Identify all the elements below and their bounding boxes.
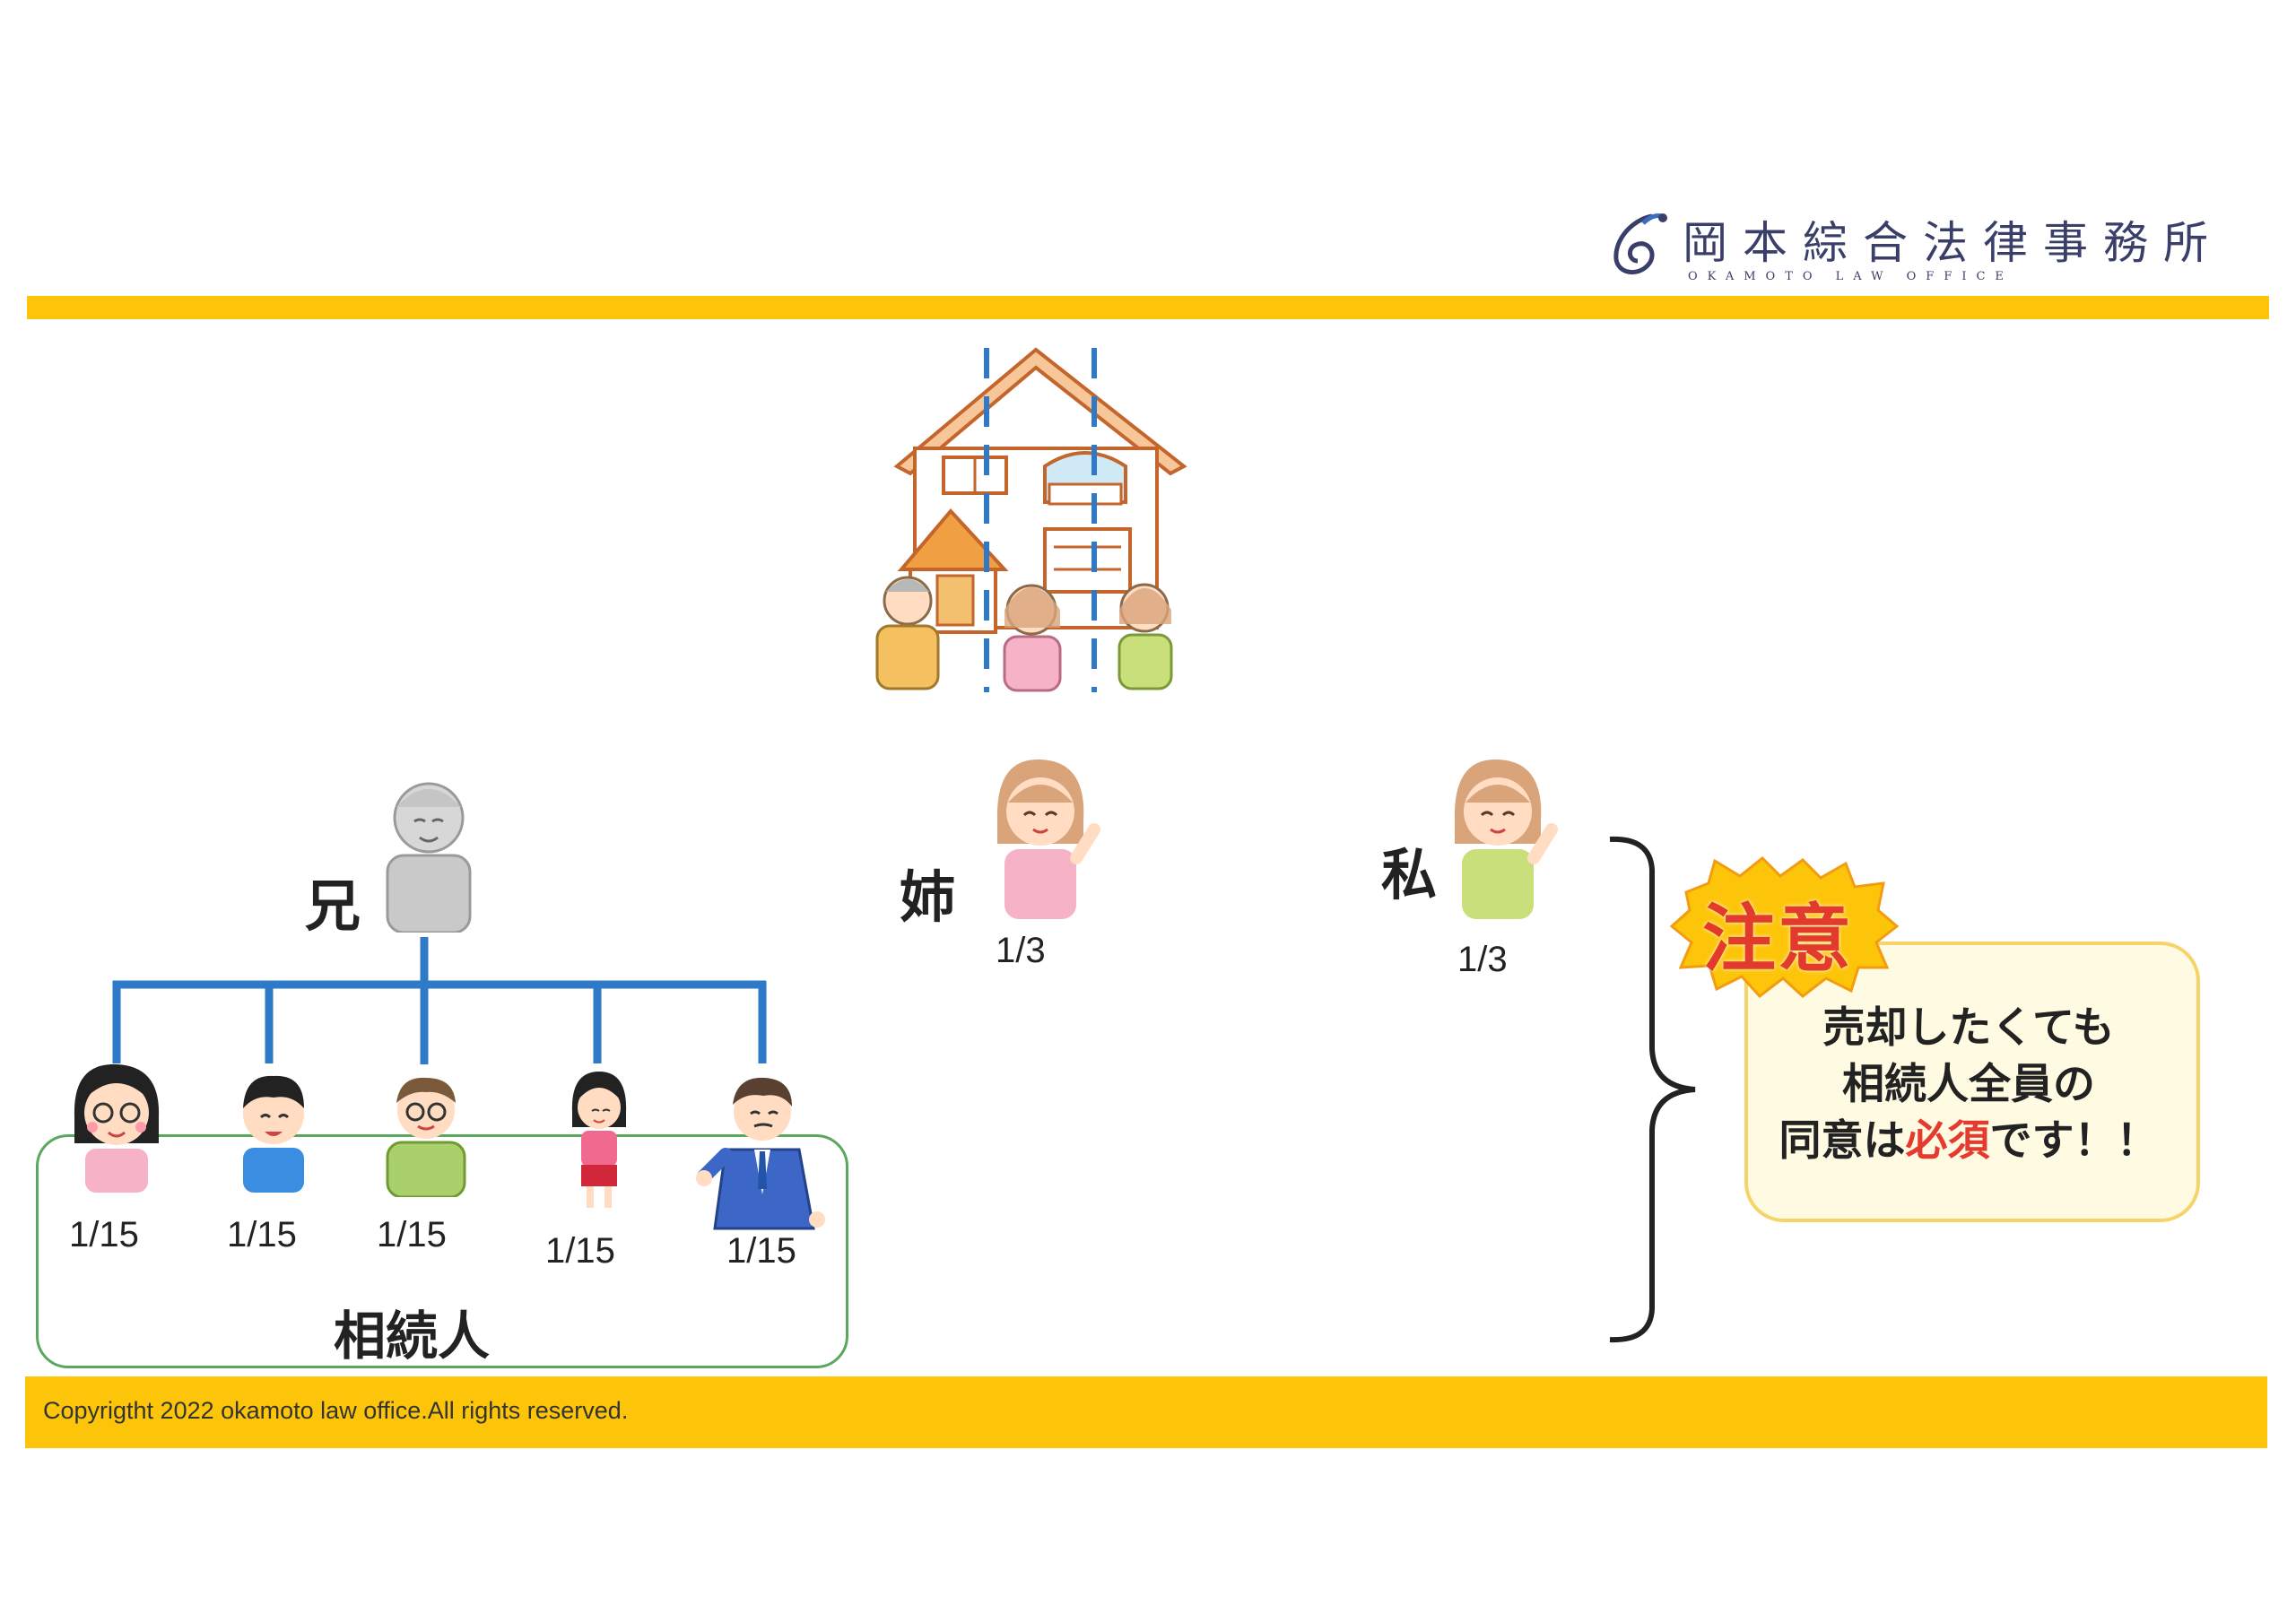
- me-icon: [1454, 759, 1558, 919]
- logo-title: 岡本綜合法律事務所: [1683, 217, 2223, 269]
- logo-subtitle: OKAMOTO LAW OFFICE: [1688, 270, 2013, 283]
- sister-share: 1/3: [996, 931, 1046, 970]
- notice-box: [1744, 942, 2200, 1222]
- heir-3-share: 1/15: [377, 1215, 447, 1254]
- sister-icon: [996, 759, 1100, 919]
- top-accent-bar: [27, 296, 2269, 319]
- sister-label: 姉: [900, 864, 956, 930]
- logo: 岡本綜合法律事務所 OKAMOTO LAW OFFICE: [1605, 202, 2278, 291]
- me-label: 私: [1381, 842, 1438, 907]
- footer-bar: [25, 1376, 2267, 1448]
- me-share: 1/3: [1457, 940, 1508, 979]
- heir-3-icon: [386, 1077, 466, 1197]
- warning-badge-text: 注意: [1702, 897, 1854, 982]
- brother-label: 兄: [305, 873, 361, 939]
- logo-mark-icon: [1613, 213, 1667, 274]
- notice-line-2: 相続人全員の: [1842, 1060, 2095, 1109]
- heir-1-share: 1/15: [69, 1215, 139, 1254]
- copyright-text: Copyrigtht 2022 okamoto law office.All r…: [43, 1397, 629, 1424]
- heir-5-share: 1/15: [726, 1231, 796, 1271]
- heir-2-icon: [243, 1075, 304, 1193]
- notice-line-1: 売却したくても: [1822, 1003, 2115, 1053]
- heirs-group-label: 相続人: [334, 1306, 491, 1367]
- house-with-family-icon: [875, 347, 1187, 692]
- brother-icon: [386, 782, 472, 933]
- heir-4-icon: [571, 1072, 627, 1208]
- heir-5-icon: [696, 1077, 825, 1230]
- notice-line-3-post: です！！: [1989, 1116, 2159, 1166]
- notice-line-3-pre: 同意は: [1779, 1116, 1906, 1166]
- warning-burst-icon: [1669, 856, 1900, 999]
- heir-4-share: 1/15: [545, 1231, 615, 1271]
- right-brace: [1609, 836, 1696, 1343]
- notice-line-3-highlight: 必須: [1905, 1116, 1990, 1166]
- heir-2-share: 1/15: [227, 1215, 297, 1254]
- heir-1-icon: [74, 1063, 160, 1193]
- notice-line-3: 同意は必須です！！: [1753, 1113, 2184, 1169]
- notice-text: 売却したくても 相続人全員の 同意は必須です！！: [1753, 1000, 2184, 1169]
